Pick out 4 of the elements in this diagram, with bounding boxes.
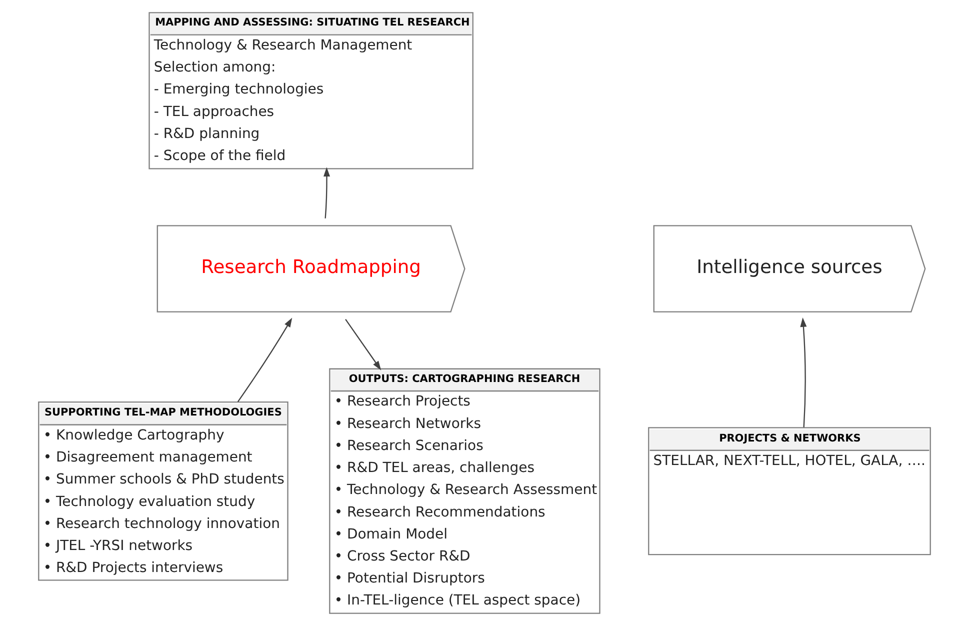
- arrow: [323, 167, 330, 218]
- arrow: [344, 318, 381, 370]
- arrow: [800, 318, 806, 428]
- arrow: [236, 318, 292, 402]
